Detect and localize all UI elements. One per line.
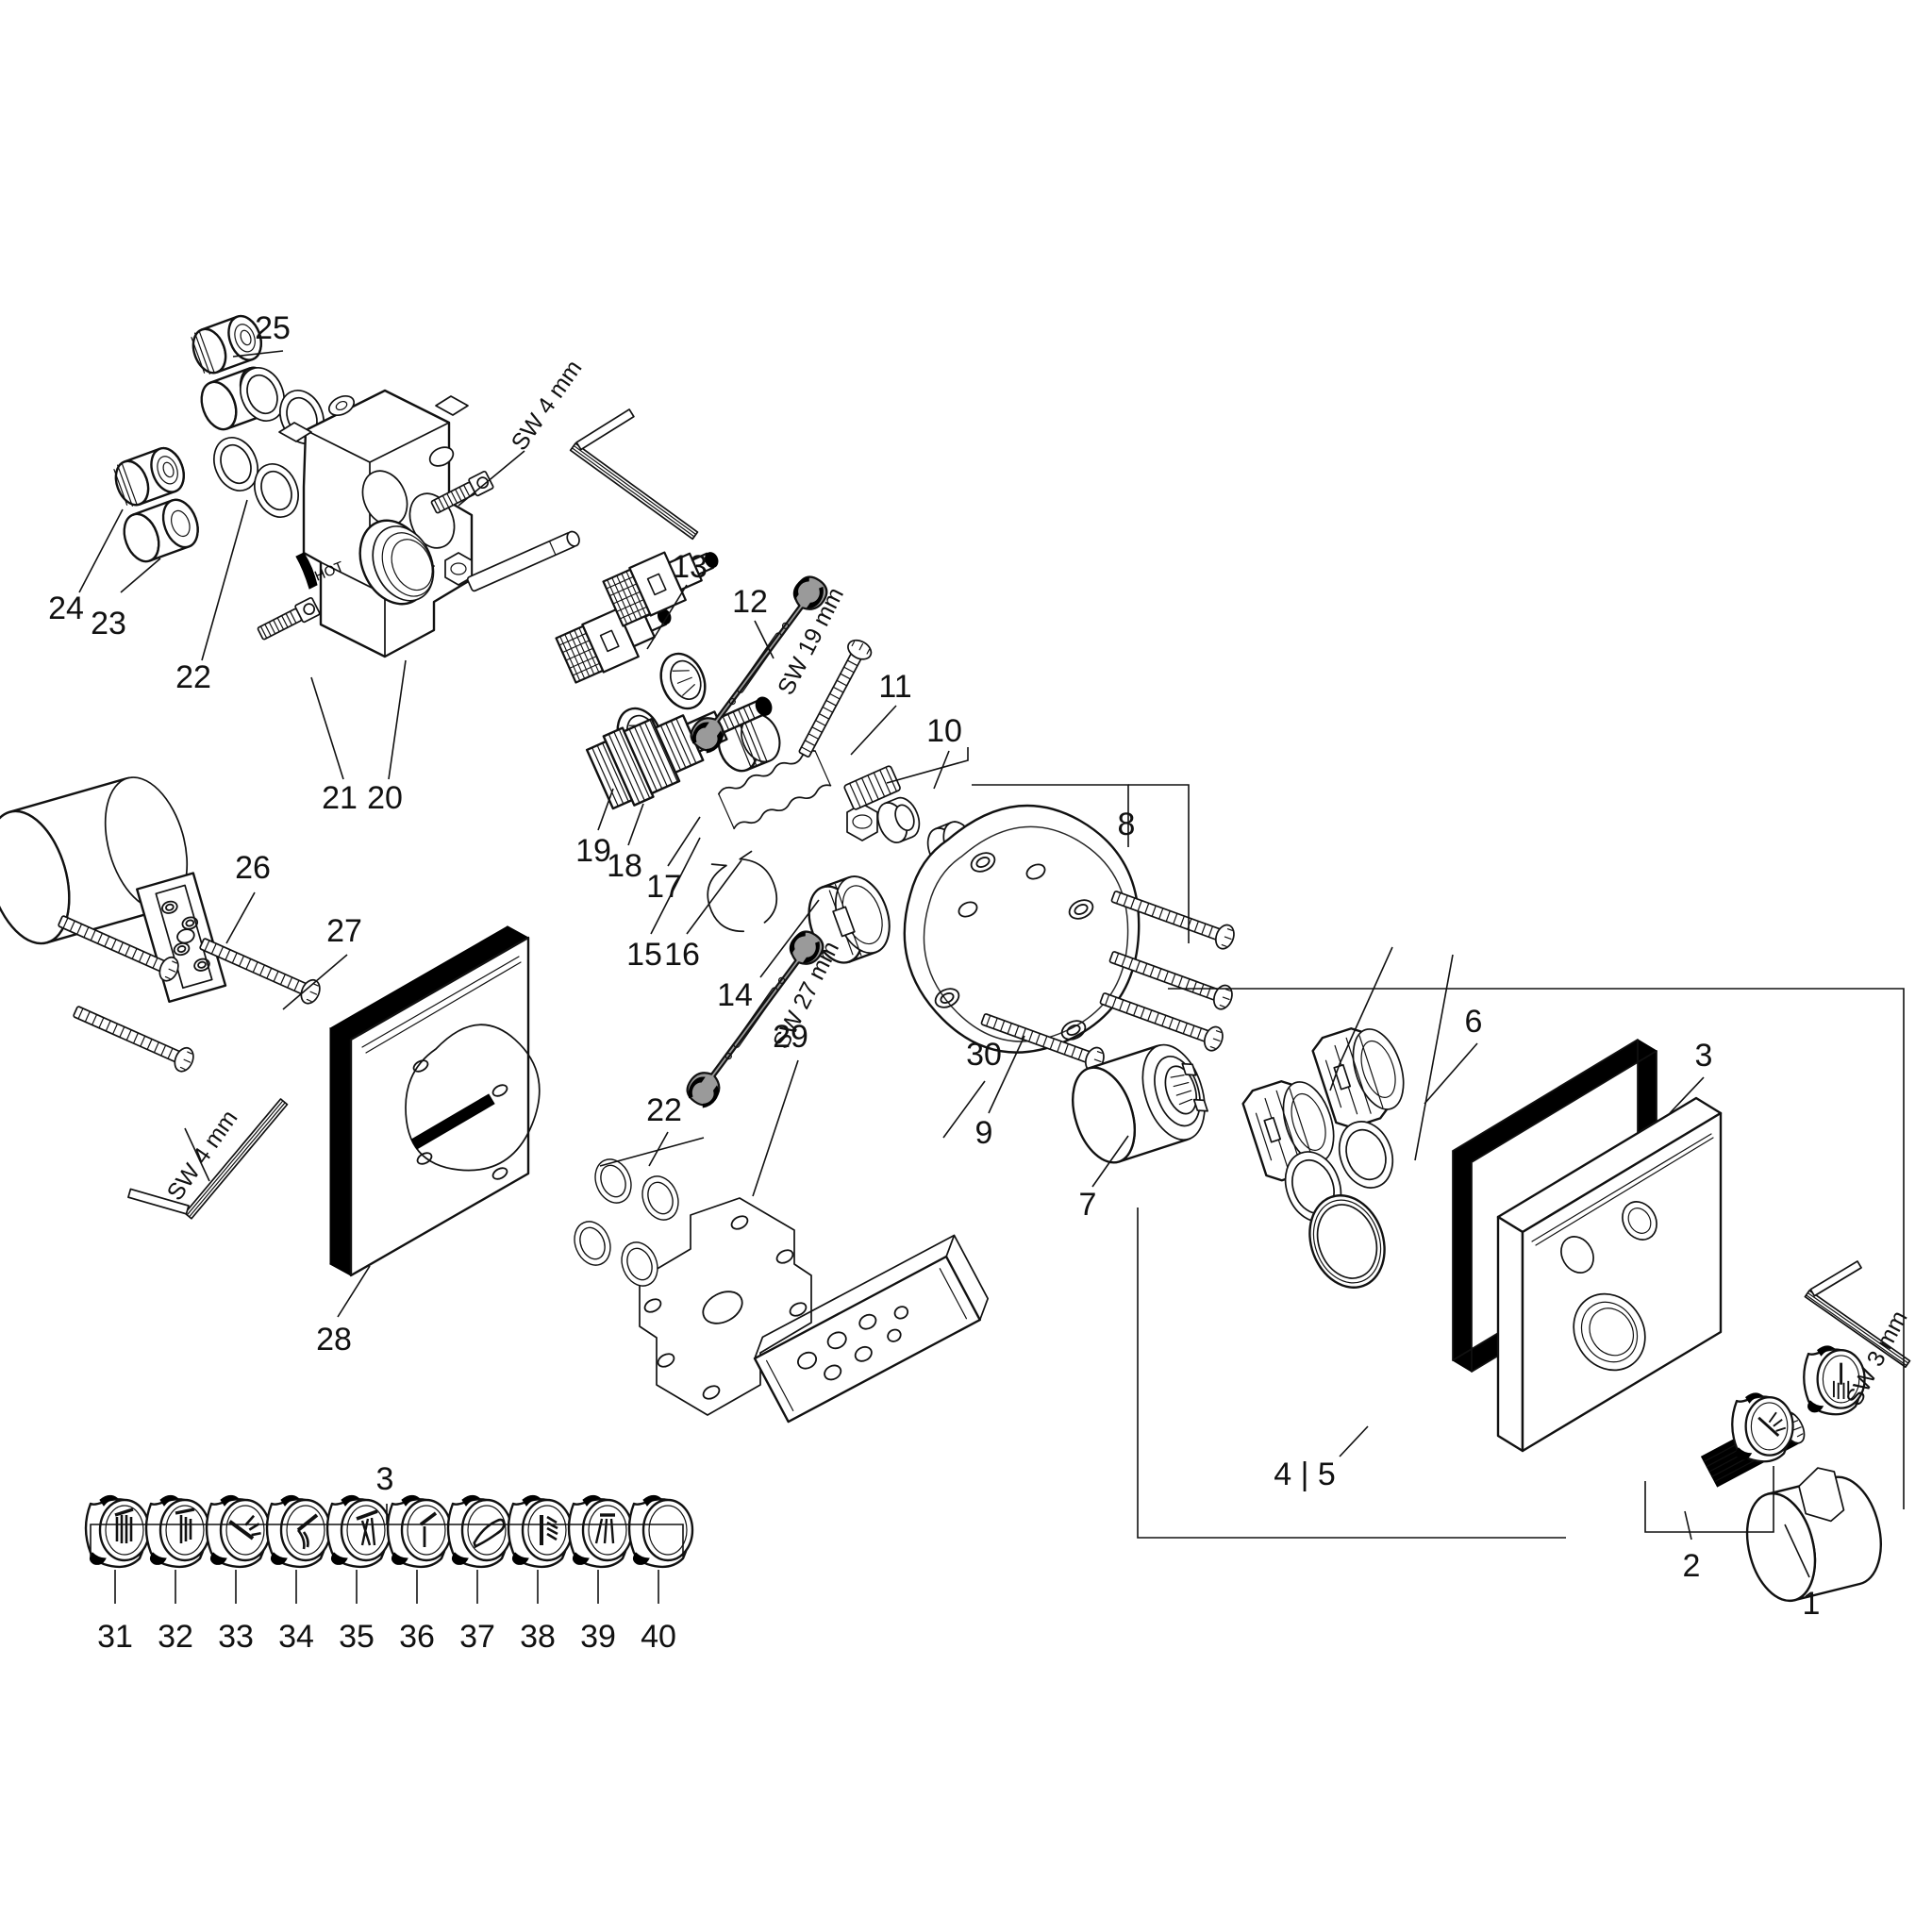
callout-10: 10 [926, 713, 962, 749]
callout-7: 7 [1078, 1187, 1097, 1223]
callout-18: 18 [607, 848, 642, 884]
part-union-nut-a [1241, 1080, 1335, 1182]
wrench-sw19 [690, 575, 828, 754]
callout-2: 2 [1682, 1548, 1701, 1584]
callout-4-5: 4 | 5 [1274, 1457, 1336, 1492]
callout-3-knobgroup: 3 [375, 1461, 394, 1497]
part-sealing-plate [639, 1197, 812, 1416]
callout-22-second: 22 [646, 1092, 682, 1128]
part-union-nut-b [1311, 1027, 1405, 1129]
hex-key-sw3 [1804, 1260, 1911, 1368]
part-extension-sleeve [1072, 1043, 1208, 1164]
callout-30: 30 [966, 1037, 1002, 1073]
callout-39: 39 [580, 1619, 616, 1655]
part-group-checkvalves [113, 314, 333, 563]
leader-lines [78, 350, 1905, 1604]
hex-key-sw4-left [127, 1098, 289, 1220]
callout-20: 20 [367, 780, 403, 816]
callout-28: 28 [316, 1322, 352, 1357]
callout-13: 13 [672, 549, 708, 585]
callout-8: 8 [1117, 807, 1136, 842]
callout-12: 12 [732, 584, 768, 620]
callout-9: 9 [974, 1115, 993, 1151]
part-mount-bracket [136, 872, 227, 1004]
callout-37: 37 [459, 1619, 495, 1655]
part-cylindrical-cover [1745, 1467, 1882, 1603]
callout-6: 6 [1464, 1004, 1483, 1040]
callout-25: 25 [255, 310, 291, 346]
callout-29: 29 [773, 1019, 808, 1055]
callout-17: 17 [646, 869, 682, 905]
callout-14: 14 [717, 977, 753, 1013]
part-square-faceplate [1496, 1096, 1723, 1453]
part-mounting-flange [903, 804, 1141, 1054]
callout-38: 38 [520, 1619, 556, 1655]
callout-3: 3 [1694, 1038, 1713, 1074]
part-install-box [328, 925, 541, 1277]
callout-26: 26 [235, 850, 271, 886]
callout-15: 15 [626, 937, 662, 973]
callout-31: 31 [97, 1619, 133, 1655]
callout-19: 19 [575, 833, 611, 869]
callout-22: 22 [175, 659, 211, 695]
wrench-sw27 [686, 930, 824, 1108]
callout-32: 32 [158, 1619, 193, 1655]
callout-27: 27 [326, 913, 362, 949]
callout-11: 11 [878, 669, 912, 705]
callout-40: 40 [641, 1619, 676, 1655]
callout-34: 34 [278, 1619, 314, 1655]
callout-1: 1 [1802, 1586, 1821, 1622]
callout-16: 16 [664, 937, 700, 973]
callout-36: 36 [399, 1619, 435, 1655]
part-drilling-template [753, 1234, 989, 1424]
callout-24: 24 [48, 591, 84, 626]
hex-key-sw4-top [569, 408, 699, 541]
callout-35: 35 [339, 1619, 375, 1655]
callout-21: 21 [322, 780, 358, 816]
callout-23: 23 [91, 606, 126, 641]
callout-33: 33 [218, 1619, 254, 1655]
